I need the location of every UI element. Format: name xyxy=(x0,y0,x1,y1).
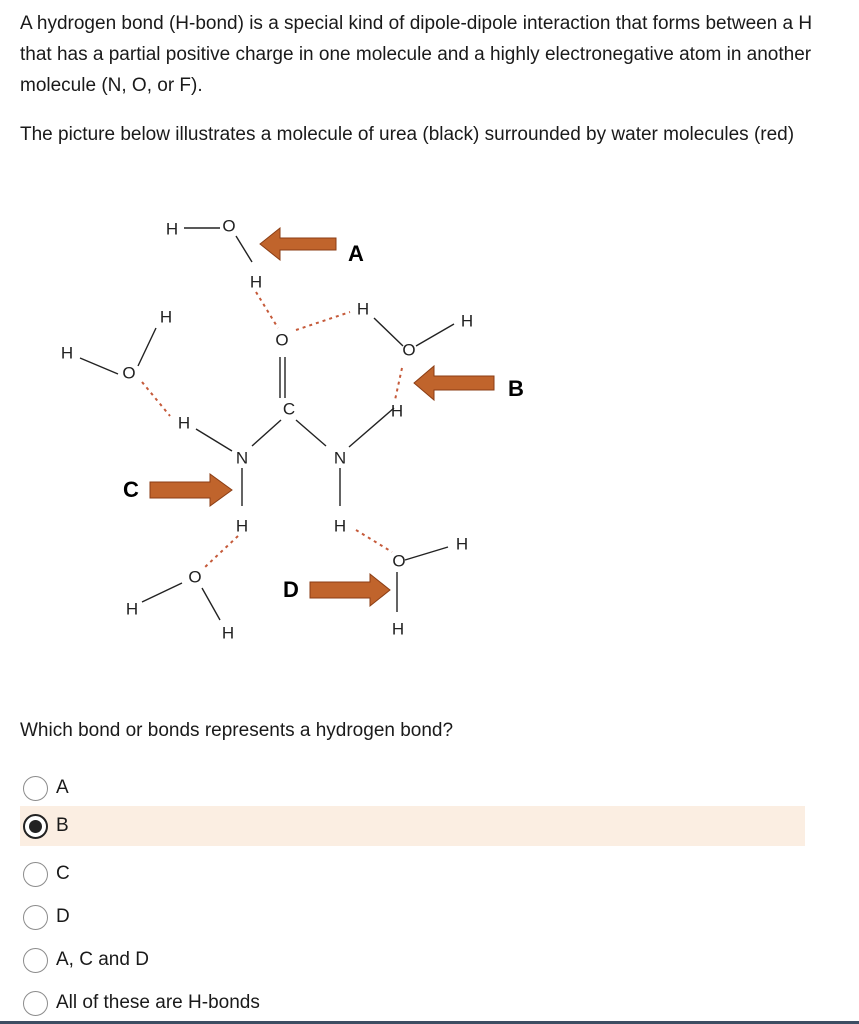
option-b[interactable]: B xyxy=(20,806,805,846)
atom-h-label: H xyxy=(391,401,403,420)
option-d[interactable]: D xyxy=(20,897,805,937)
radio-button[interactable] xyxy=(23,775,48,801)
atom-h-label: H xyxy=(334,516,346,535)
atom-h-label: H xyxy=(178,413,190,432)
urea-hydrogen-bond-diagram: H O H H H O O H O H C H H N N H H O H H … xyxy=(61,216,524,642)
atom-o-label: O xyxy=(222,216,235,235)
atom-n-label: N xyxy=(334,448,346,467)
option-label: A xyxy=(56,777,69,798)
arrow-label-a: A xyxy=(348,241,364,266)
arrow-label-d: D xyxy=(283,577,299,602)
arrow-b xyxy=(413,364,495,402)
arrow-label-c: C xyxy=(123,477,139,502)
radio-button[interactable] xyxy=(23,947,48,973)
option-c[interactable]: C xyxy=(20,854,805,894)
question-text: Which bond or bonds represents a hydroge… xyxy=(20,720,454,741)
atom-h-label: H xyxy=(126,599,138,618)
radio-button[interactable] xyxy=(23,904,48,930)
atom-o-label: O xyxy=(122,363,135,382)
atom-o-label: O xyxy=(275,330,288,349)
atom-h-label: H xyxy=(236,516,248,535)
atom-h-label: H xyxy=(222,623,234,642)
figure-caption: The picture below illustrates a molecule… xyxy=(20,124,795,145)
radio-button-selected[interactable] xyxy=(23,813,48,839)
option-label: All of these are H-bonds xyxy=(56,992,260,1013)
atom-o-label: O xyxy=(402,340,415,359)
atom-h-label: H xyxy=(461,311,473,330)
atom-h-label: H xyxy=(392,619,404,638)
bottom-divider xyxy=(0,1021,859,1024)
arrow-label-b: B xyxy=(508,376,524,401)
option-label: C xyxy=(56,863,70,884)
option-all-h-bonds[interactable]: All of these are H-bonds xyxy=(20,983,805,1023)
atom-h-label: H xyxy=(61,343,73,362)
radio-button[interactable] xyxy=(23,861,48,887)
atom-h-label: H xyxy=(160,307,172,326)
atom-n-label: N xyxy=(236,448,248,467)
atom-h-label: H xyxy=(357,299,369,318)
option-a-c-and-d[interactable]: A, C and D xyxy=(20,940,805,980)
radio-dot xyxy=(29,819,42,833)
arrow-c xyxy=(149,473,233,507)
atom-h-label: H xyxy=(250,272,262,291)
option-label: D xyxy=(56,906,70,927)
atom-h-label: H xyxy=(456,534,468,553)
arrow-d xyxy=(309,572,391,608)
arrow-a xyxy=(259,226,337,262)
radio-button[interactable] xyxy=(23,990,48,1016)
atom-c-label: C xyxy=(283,399,295,418)
option-label: B xyxy=(56,815,69,836)
option-label: A, C and D xyxy=(56,949,149,970)
atom-h-label: H xyxy=(166,219,178,238)
atom-o-label: O xyxy=(188,567,201,586)
atom-o-label: O xyxy=(392,551,405,570)
intro-paragraph: A hydrogen bond (H-bond) is a special ki… xyxy=(20,13,813,96)
option-a[interactable]: A xyxy=(20,768,805,808)
